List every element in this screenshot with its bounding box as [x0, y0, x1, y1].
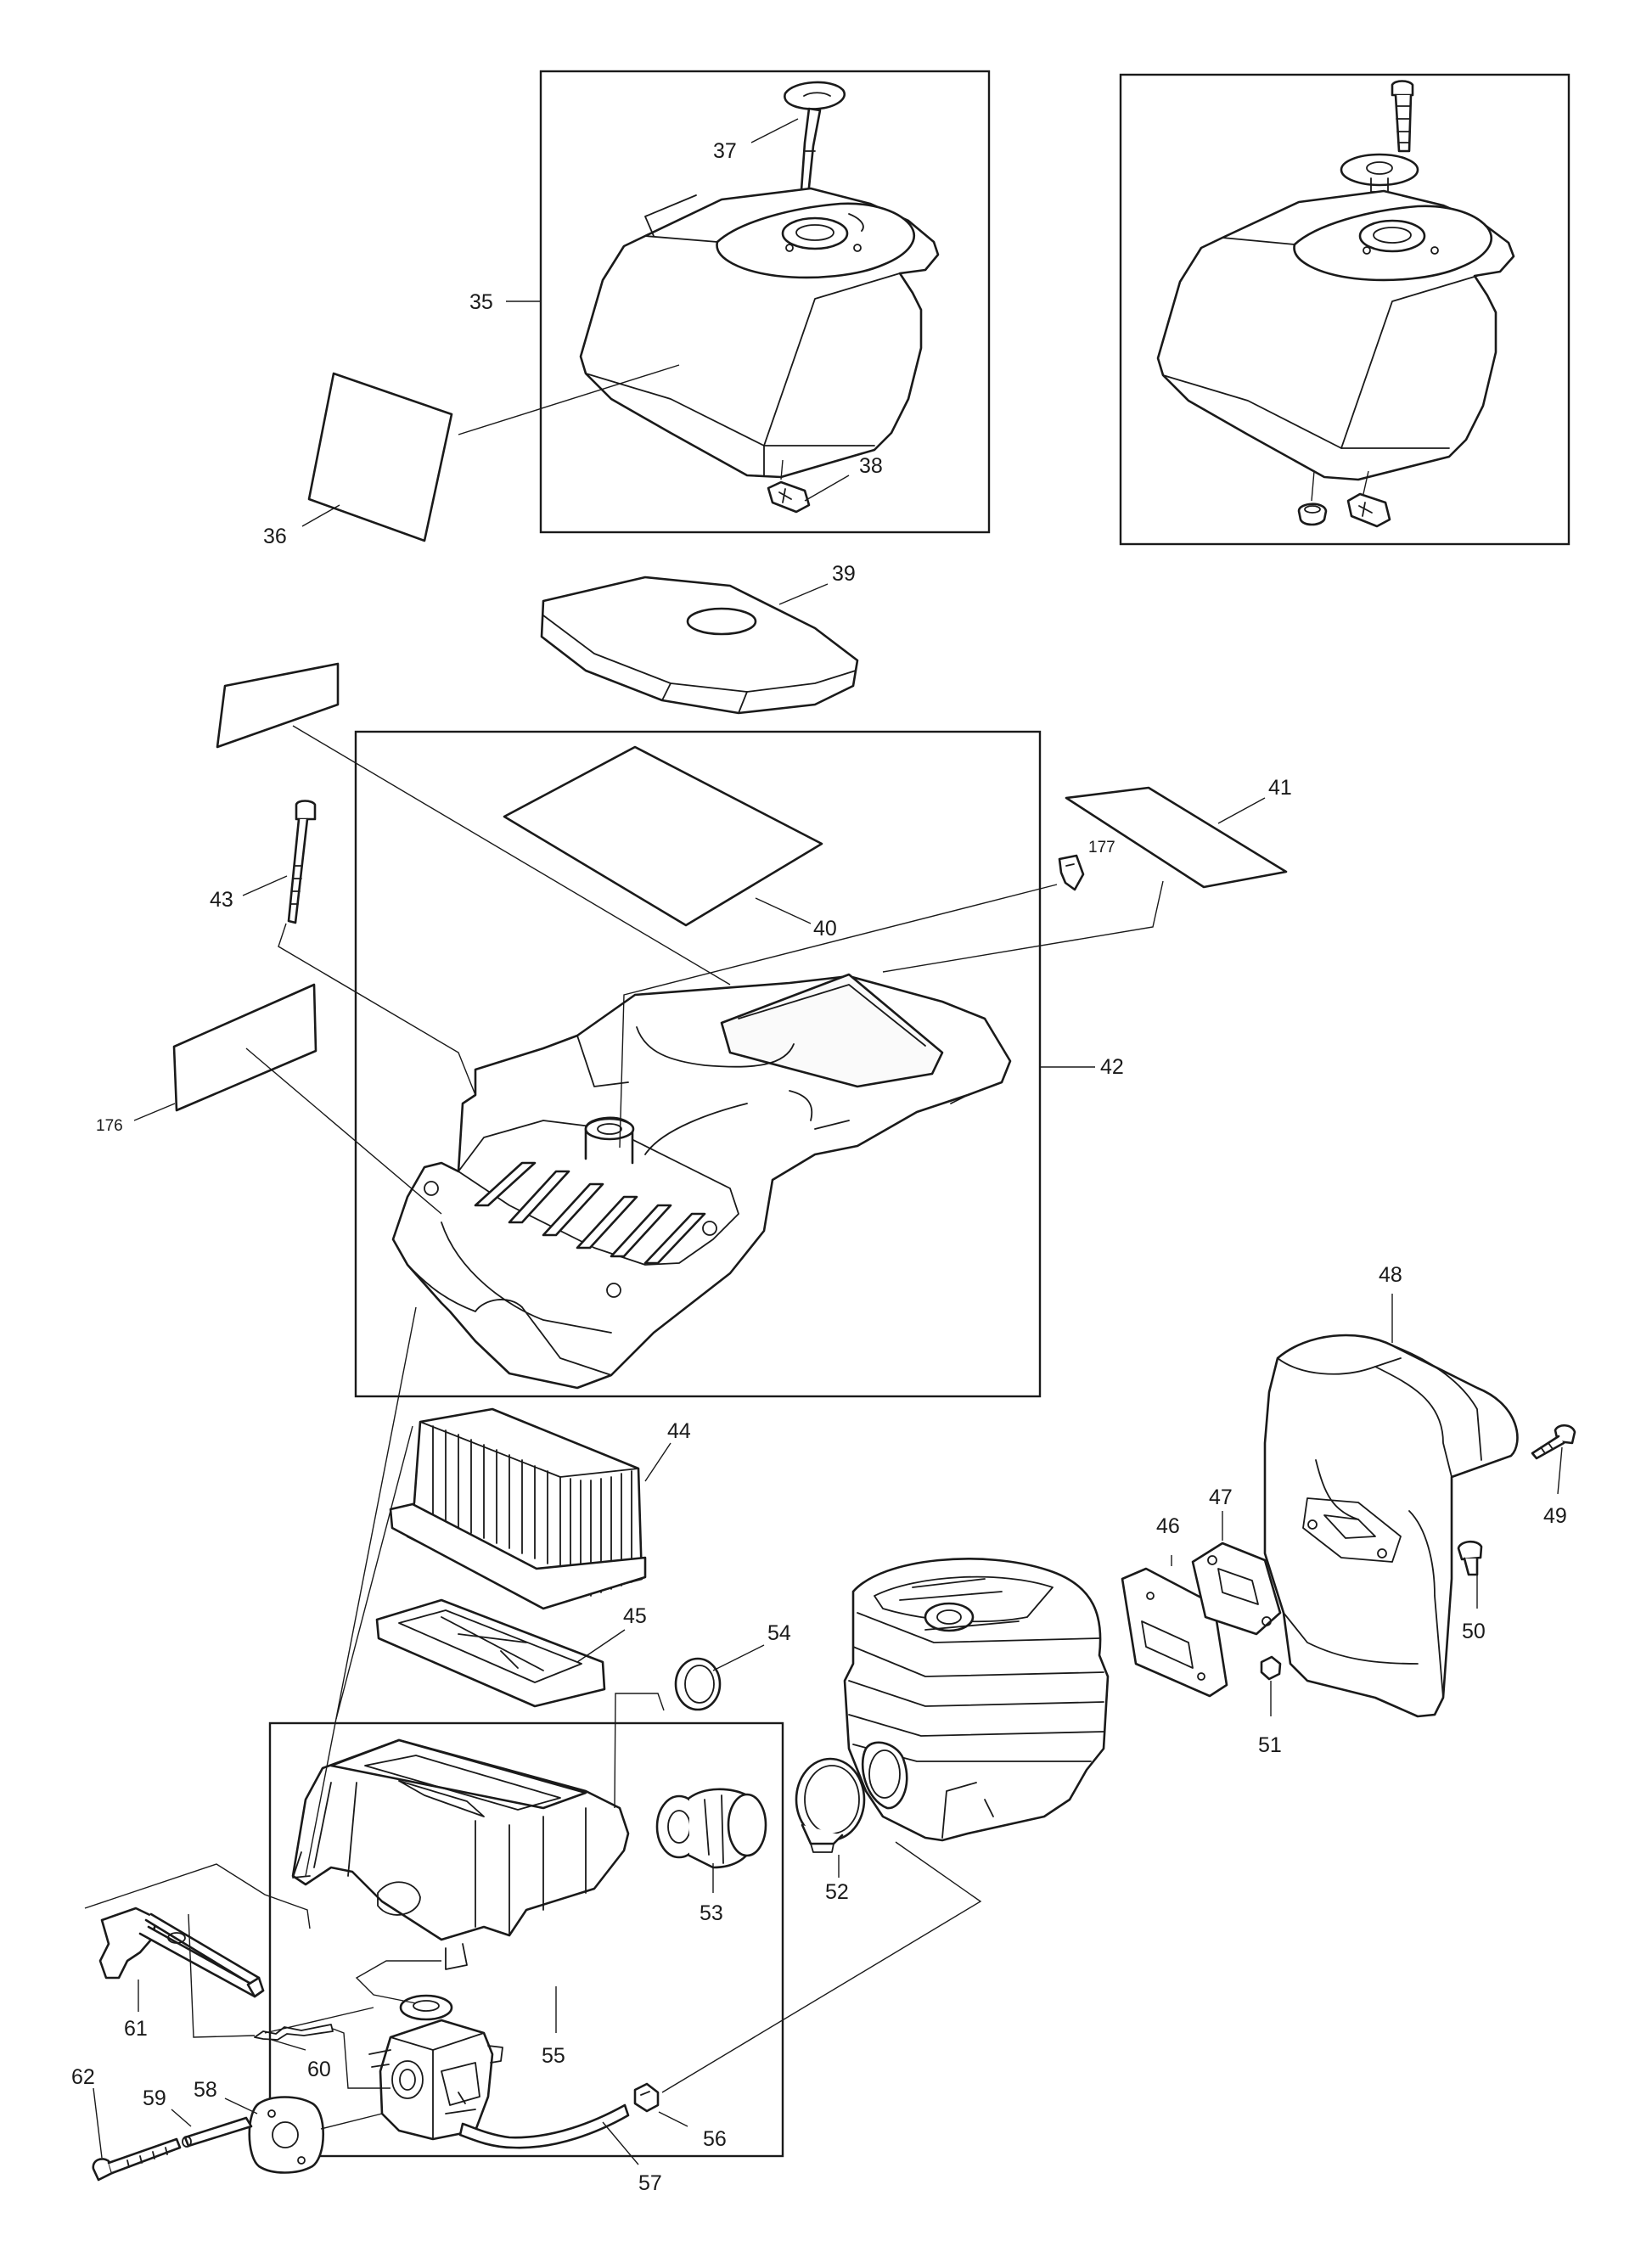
part-number-labels: 37 35 38 36 39 41 177 43 40 42 176 48 44… — [71, 139, 1567, 2195]
decal-176 — [172, 983, 317, 1112]
bolt-50 — [1457, 1540, 1483, 1576]
label-53: 53 — [700, 1901, 723, 1925]
sheet-40 — [503, 745, 823, 927]
label-56: 56 — [703, 2127, 727, 2151]
label-36: 36 — [263, 525, 287, 548]
label-36 — [307, 372, 453, 542]
decal-upper-left — [216, 662, 340, 749]
label-41 — [1065, 786, 1288, 889]
label-35: 35 — [469, 290, 493, 314]
label-40: 40 — [813, 917, 837, 941]
label-57: 57 — [638, 2171, 662, 2195]
label-60: 60 — [307, 2058, 331, 2081]
label-48: 48 — [1379, 1263, 1402, 1287]
clamp-52 — [795, 1757, 866, 1853]
label-43: 43 — [210, 888, 233, 912]
filter-pad-39 — [540, 576, 859, 715]
label-51: 51 — [1258, 1733, 1282, 1757]
label-37: 37 — [713, 139, 737, 163]
label-45: 45 — [623, 1604, 647, 1628]
filter-frame-45 — [375, 1598, 606, 1708]
label-39: 39 — [832, 562, 856, 586]
label-54: 54 — [767, 1621, 791, 1645]
label-42: 42 — [1100, 1055, 1124, 1079]
air-cleaner-cover-35 — [579, 187, 940, 479]
label-55: 55 — [542, 2044, 565, 2068]
label-52: 52 — [825, 1880, 849, 1904]
clip-38 — [767, 480, 811, 514]
air-cover-assembly-box — [539, 70, 991, 534]
alt-cover-washer — [1340, 153, 1419, 193]
flange-gasket-58 — [248, 2096, 325, 2174]
label-38: 38 — [859, 454, 883, 478]
label-61: 61 — [124, 2017, 148, 2041]
label-47: 47 — [1209, 1485, 1233, 1509]
air-filter-housing-assembly-box — [354, 730, 1042, 1398]
alt-cover-body — [1156, 189, 1515, 481]
label-176: 176 — [96, 1117, 123, 1135]
lever-61 — [98, 1907, 265, 1998]
alt-cover-grommet — [1297, 503, 1328, 526]
label-62: 62 — [71, 2065, 95, 2089]
plate-47 — [1191, 1542, 1282, 1636]
alt-cover-clip — [1346, 492, 1391, 528]
o-ring-54 — [674, 1657, 722, 1711]
alt-cover-screw — [1391, 80, 1414, 153]
label-58: 58 — [194, 2078, 217, 2102]
bolt-49 — [1531, 1424, 1576, 1460]
label-46: 46 — [1156, 1514, 1180, 1538]
clip-177 — [1058, 854, 1085, 891]
carburetor — [368, 1994, 503, 2141]
label-177: 177 — [1088, 839, 1115, 856]
label-41: 41 — [1268, 776, 1292, 800]
leader-lines — [84, 118, 1563, 2165]
label-59: 59 — [143, 2086, 166, 2110]
pin-59 — [182, 2116, 253, 2148]
muffler-48 — [1263, 1334, 1519, 1718]
plug-56 — [633, 2082, 660, 2113]
air-filter-44 — [389, 1407, 647, 1610]
intake-manifold-53 — [655, 1788, 767, 1869]
cylinder — [843, 1558, 1110, 1842]
knob-37 — [784, 81, 846, 197]
label-44: 44 — [667, 1419, 691, 1443]
air-cleaner-housing-42 — [391, 973, 1012, 1390]
fuel-hose-57 — [458, 2103, 630, 2149]
filter-holder-assembly-box — [268, 1721, 784, 2158]
label-50: 50 — [1462, 1620, 1486, 1643]
gasket-60 — [254, 2024, 334, 2041]
bolt-62 — [92, 2137, 182, 2182]
alt-air-cover-assembly-box — [1119, 73, 1571, 546]
filter-holder-55 — [291, 1738, 630, 1970]
nut-51 — [1260, 1655, 1282, 1681]
label-49: 49 — [1543, 1504, 1567, 1528]
bolt-43 — [287, 800, 317, 924]
